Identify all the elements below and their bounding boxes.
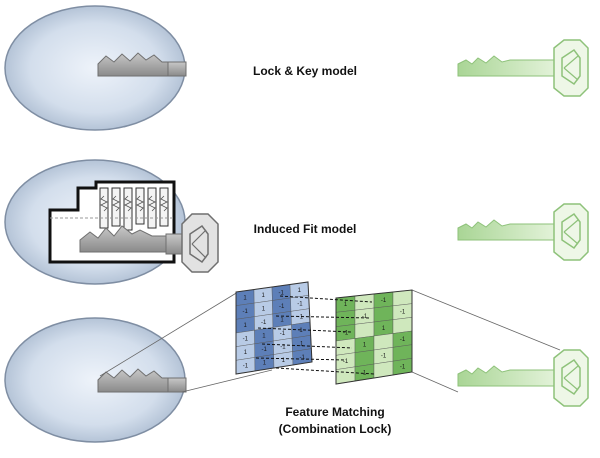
substrate-key-icon [457, 203, 589, 261]
feature-matching-subtitle: (Combination Lock) [278, 422, 392, 436]
grid-cell-value: -1 [298, 315, 304, 321]
grid-cell-value: -1 [243, 336, 249, 342]
grid-cell-value: -1 [381, 298, 387, 304]
feature-matching-row: 1 1 -1 1 -1 1 -1 -1 1 -1 1 -1 -1 1 -1 1 1 -1 -1 1 -1 1 1 -1 1 -1… [4, 281, 589, 443]
grid-cell-value: -1 [261, 320, 267, 326]
feature-grid-icon: 1 1 -1 1 -1 1 -1 -1 1 -1 1 -1 -1 1 -1 1 1 -1 -1 1 -1 1 1 -1 [235, 281, 313, 375]
grid-cell-value: 1 [299, 328, 303, 334]
grid-cell-value: -1 [400, 337, 406, 343]
grid-cell [392, 289, 413, 307]
grid-cell-value: 1 [262, 334, 266, 340]
grid-cell-value: 1 [243, 296, 247, 302]
feature-matching-title: Feature Matching [285, 405, 385, 419]
substrate-key-icon [457, 39, 589, 97]
feature-grid-icon: 1 -1 -1 -1 -1 1 1 -1 -1 -1 1 -1 [335, 289, 413, 385]
grid-cell-value: 1 [262, 307, 266, 313]
grid-cell-value: -1 [343, 359, 349, 365]
substrate-key-icon [457, 349, 589, 407]
pin-tumbler-lock-icon [48, 180, 219, 273]
induced-fit-label: Induced Fit model [253, 222, 357, 236]
grid-cell-value: 1 [382, 326, 386, 332]
lock-and-key-row [4, 5, 589, 131]
grid-cell [392, 317, 413, 334]
grid-cell-value: -1 [400, 310, 406, 316]
grid-cell-value: 1 [261, 293, 265, 299]
grid-cell [354, 321, 375, 339]
grid-cell-value: -1 [381, 354, 387, 360]
grid-cell [373, 305, 394, 323]
grid-cell-value: -1 [343, 331, 349, 337]
grid-cell-value: -1 [280, 331, 286, 337]
match-arrows [255, 295, 375, 375]
grid-cell-value: -1 [279, 304, 285, 310]
grid-cell-value: 1 [363, 370, 367, 376]
grid-cell-value: 1 [244, 323, 248, 329]
grid-cell-value: -1 [280, 344, 286, 350]
grid-cell-value: -1 [362, 314, 368, 320]
grid-cell-value: 1 [244, 350, 248, 356]
lock-and-key-label: Lock & Key model [252, 64, 358, 78]
grid-outline [335, 289, 413, 385]
grid-cell-value: -1 [243, 364, 249, 370]
grid-cell-value: 1 [280, 317, 284, 323]
grid-outline [235, 281, 313, 375]
grid-cell-value: 1 [298, 288, 302, 294]
induced-fit-row [4, 159, 589, 285]
grid-cell-value: 1 [344, 302, 348, 308]
grid-cell-value: -1 [261, 347, 267, 353]
grid-cell-value: 1 [263, 361, 267, 367]
grid-cell-value: -1 [297, 301, 303, 307]
grid-cell [335, 309, 356, 327]
grid-cell-value: -1 [242, 309, 248, 315]
grid-cell-value: -1 [279, 290, 285, 296]
grid-cell-value: -1 [400, 365, 406, 371]
grid-cell-value: 1 [282, 358, 286, 364]
grid-cell-value: 1 [363, 342, 367, 348]
feature-matching-label: Feature Matching (Combination Lock) [260, 404, 410, 438]
grid-cell [373, 333, 394, 351]
grid-cell-value: 1 [300, 341, 304, 347]
grid-cell-value: -1 [300, 355, 306, 361]
